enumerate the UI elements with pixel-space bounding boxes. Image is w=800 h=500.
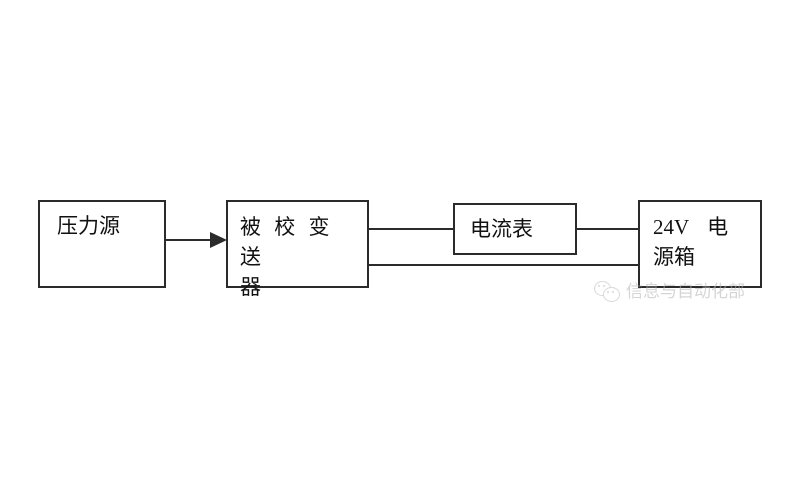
- power-supply-label-line2: 源箱: [653, 245, 695, 269]
- power-supply-voltage: 24V: [653, 215, 690, 239]
- block-24v-power-supply-label: 24V 电源箱: [640, 212, 760, 272]
- block-24v-power-supply: 24V 电源箱: [638, 200, 762, 288]
- block-pressure-source: 压力源: [38, 200, 166, 288]
- block-transmitter-under-calibration: 被 校 变 送 器: [226, 200, 369, 299]
- connector-ammeter-to-power-supply: [576, 228, 639, 230]
- arrowhead-icon: [210, 232, 227, 248]
- block-transmitter-under-calibration-label: 被 校 变 送 器: [240, 215, 334, 299]
- connector-pressure-source-to-transmitter: [166, 239, 214, 241]
- connector-transmitter-to-ammeter: [369, 228, 454, 230]
- block-ammeter: 电流表: [453, 203, 577, 255]
- connector-transmitter-to-power-supply-return: [369, 264, 639, 266]
- wechat-bubbles-icon: [594, 281, 620, 303]
- block-pressure-source-label: 压力源: [57, 214, 120, 238]
- power-supply-label-line1-tail: 电: [707, 215, 729, 239]
- block-ammeter-label: 电流表: [470, 217, 533, 241]
